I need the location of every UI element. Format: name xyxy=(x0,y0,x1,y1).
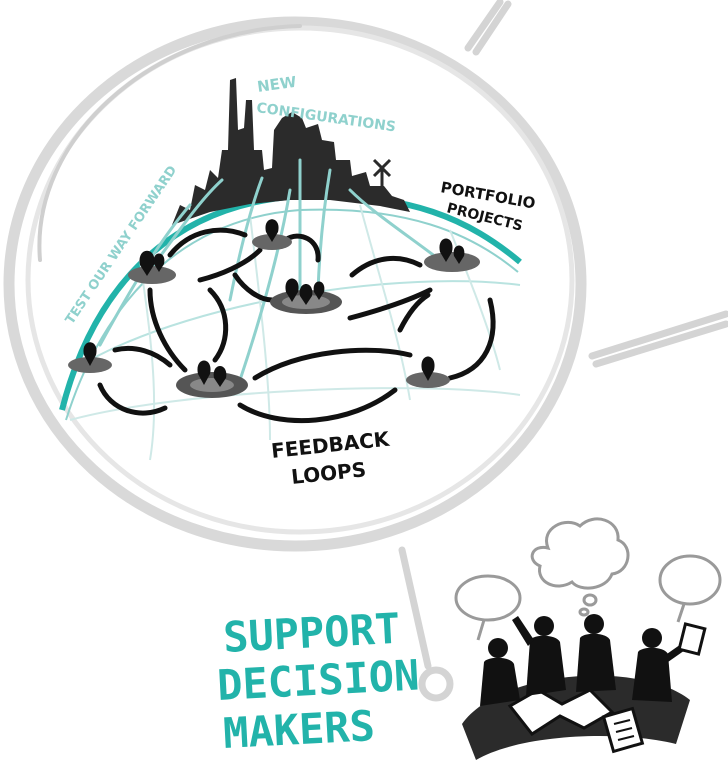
feedback-label: FEEDBACK xyxy=(270,427,392,463)
project-cluster-lower-right xyxy=(406,356,450,388)
speech-bubble-left-icon xyxy=(454,574,522,622)
project-cluster-far-left xyxy=(68,342,112,373)
project-cluster-center xyxy=(270,278,342,314)
speech-bubble-right-icon xyxy=(658,554,722,606)
magnifier-handle-bottom xyxy=(398,546,454,702)
decision-makers-illustration xyxy=(454,517,722,760)
project-cluster-right xyxy=(424,238,480,272)
new-configurations-label-line1: NEW xyxy=(256,73,298,96)
magnifier-lens xyxy=(3,16,587,552)
magnifier-handle-right xyxy=(588,310,728,368)
magnifier-handle-top xyxy=(464,0,512,56)
support-title-line2: DECISION xyxy=(216,650,421,710)
project-cluster-top xyxy=(252,219,292,250)
feedback-arrows xyxy=(97,227,496,424)
support-title-line3: MAKERS xyxy=(222,701,376,758)
loops-label: LOOPS xyxy=(290,457,367,489)
project-cluster-left xyxy=(128,250,176,284)
project-cluster-lower xyxy=(176,360,248,398)
support-title-line1: SUPPORT xyxy=(222,604,401,662)
city-skyline xyxy=(172,78,410,225)
